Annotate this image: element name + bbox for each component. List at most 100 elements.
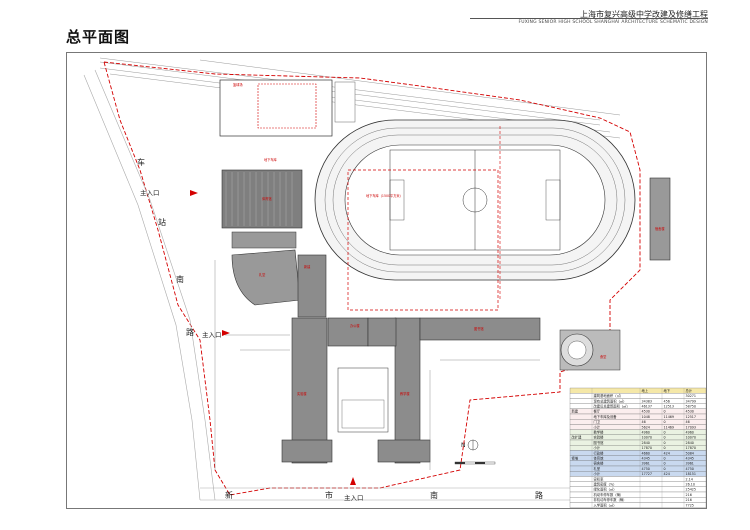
table-cell: 7725 — [686, 503, 694, 507]
table-cell: 5084 — [686, 451, 694, 455]
header-rule — [470, 18, 708, 19]
table-cell: 456 — [664, 399, 670, 403]
table-cell: 改扩建 — [572, 435, 583, 440]
table-cell: 3961 — [686, 462, 694, 466]
table-cell: 图书馆 — [594, 440, 605, 445]
hall-building — [231, 249, 301, 306]
table-cell: 12517 — [686, 415, 697, 419]
table-cell: 建筑密度（%） — [594, 482, 617, 487]
table-cell: 10070 — [686, 436, 697, 440]
project-title-en: FUXING SENIOR HIGH SCHOOL SHANGHAI ARCHI… — [518, 20, 708, 25]
table-cell: 34799 — [686, 399, 697, 403]
label-lab-building: 实验楼 — [297, 391, 307, 396]
table-cell: 34383 — [642, 399, 653, 403]
road-label-south-4: 路 — [535, 490, 543, 500]
table-cell: 入学面积（㎡） — [594, 502, 617, 507]
table-cell: 1048 — [642, 415, 650, 419]
table-cell: 4345 — [642, 457, 650, 461]
table-cell: 0 — [664, 467, 666, 471]
table-cell: 0 — [664, 441, 666, 445]
table-cell: 18151 — [686, 472, 697, 476]
table-cell: 12513 — [664, 405, 675, 409]
road-label-west-2: 站 — [158, 217, 166, 227]
table-cell: 0 — [664, 446, 666, 450]
road-label-west-3: 南 — [176, 274, 184, 284]
table-cell: 地下车库及设备 — [594, 414, 618, 419]
table-cell: 11469 — [664, 425, 675, 429]
table-cell: 体育馆 — [594, 456, 605, 461]
table-cell: 25425 — [686, 488, 697, 492]
label-new-teaching: 新建 — [304, 264, 311, 269]
table-cell: 4960 — [686, 431, 694, 435]
table-cell: 46 — [642, 420, 646, 424]
canteen-building — [559, 329, 621, 371]
table-cell: 2.14 — [686, 477, 693, 481]
table-cell: 行政楼 — [594, 450, 605, 455]
label-library: 图书馆 — [474, 326, 484, 331]
table-cell: 26.10 — [686, 483, 695, 487]
table-cell: 0 — [664, 436, 666, 440]
entrance-arrow-south — [350, 477, 356, 485]
table-cell: 17727 — [642, 472, 653, 476]
underground-garage-outline — [347, 169, 499, 311]
label-canteen: 食堂 — [600, 354, 606, 359]
dorm-building — [649, 177, 671, 261]
table-cell: 424 — [664, 451, 670, 455]
courtyard-inner — [341, 399, 385, 429]
table-cell: 3961 — [642, 462, 650, 466]
table-row — [569, 502, 707, 508]
entrance-label-southwest: 主入口 — [202, 330, 222, 339]
table-cell: 0 — [664, 431, 666, 435]
table-cell: 地上 — [642, 388, 649, 393]
teaching-complex — [281, 254, 541, 464]
road-label-south-3: 南 — [430, 490, 438, 500]
project-title-cn: 上海市复兴高级中学改建及修缮工程 — [580, 10, 708, 19]
north-court-right — [334, 81, 356, 123]
table-cell: 机动车停车数（辆） — [594, 492, 624, 497]
table-cell: 17093 — [686, 425, 697, 429]
table-cell: 修缮 — [572, 456, 579, 461]
table-cell: 4660 — [642, 451, 650, 455]
table-cell: 餐厅 — [594, 409, 601, 414]
table-cell: 地下 — [664, 388, 671, 393]
table-cell: 门卫 — [594, 419, 601, 424]
drawing-frame — [66, 52, 707, 509]
entrance-arrow-southwest — [222, 330, 230, 336]
table-cell: 教学楼 — [594, 430, 605, 435]
table-cell: 现有总建筑面积（㎡） — [594, 398, 627, 403]
table-cell: 宿舍楼 — [594, 461, 605, 466]
entrance-label-south: 主入口 — [344, 493, 364, 502]
table-cell: 0 — [664, 457, 666, 461]
table-cell: 216 — [686, 498, 692, 502]
table-cell: 4530 — [642, 410, 650, 414]
table-cell: 11469 — [664, 415, 675, 419]
table-cell: 46 — [686, 420, 690, 424]
table-cell: 5624 — [642, 425, 650, 429]
label-office: 办公楼 — [350, 323, 360, 328]
label-teaching-building: 教学楼 — [400, 391, 410, 396]
table-cell: 10070 — [642, 436, 653, 440]
table-cell: 17870 — [686, 446, 697, 450]
road-label-west-4: 路 — [186, 327, 194, 337]
table-cell: 小计 — [594, 445, 601, 450]
table-cell: 58750 — [686, 405, 697, 409]
table-cell: 改建后总建筑面积（㎡） — [594, 404, 630, 409]
table-cell: 424 — [664, 472, 670, 476]
table-cell: 0 — [664, 420, 666, 424]
site-boundary — [103, 61, 641, 496]
north-label: N — [461, 442, 466, 449]
table-cell: 0 — [664, 462, 666, 466]
table-cell: 实验楼 — [594, 435, 605, 440]
road-label-south-1: 新 — [225, 490, 233, 500]
table-cell: 4750 — [642, 467, 650, 471]
table-cell: 小计 — [594, 471, 601, 476]
table-cell: 绿化面积（㎡） — [594, 487, 617, 492]
table-cell: 4345 — [686, 457, 694, 461]
table-cell: 新建 — [572, 409, 579, 414]
site-paths — [214, 260, 540, 470]
north-court-inner — [257, 83, 317, 129]
table-cell: 小计 — [594, 424, 601, 429]
road-label-south-2: 市 — [325, 490, 333, 500]
